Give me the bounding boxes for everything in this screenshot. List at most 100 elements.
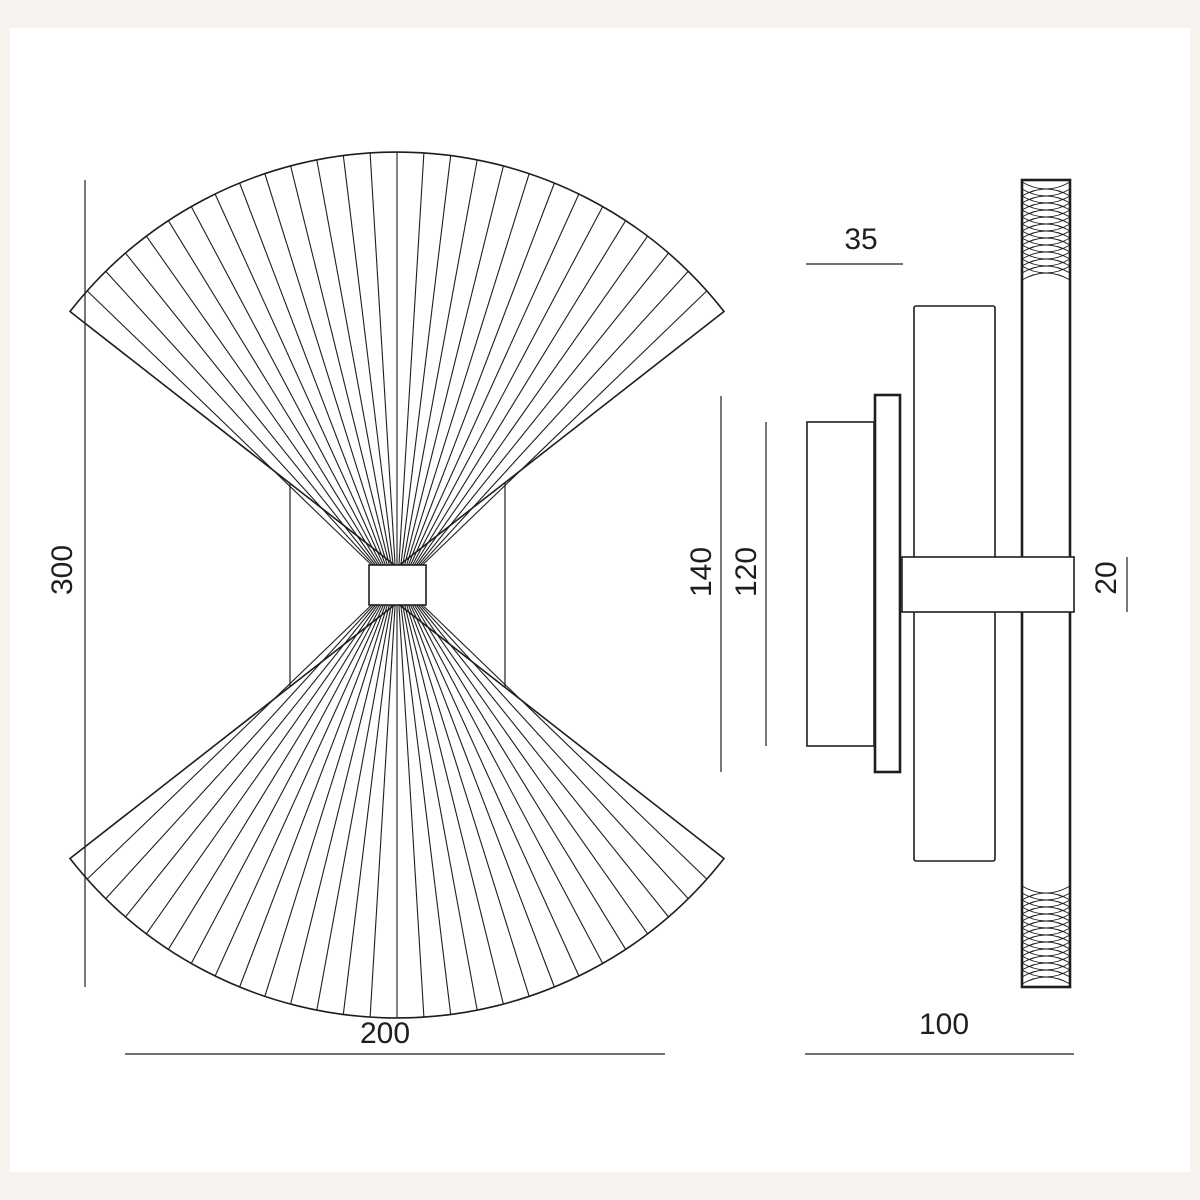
wall-canopy xyxy=(806,421,875,747)
texture-curve xyxy=(1021,934,1071,943)
texture-curve xyxy=(1021,237,1071,246)
texture-curve xyxy=(1021,265,1071,274)
texture-curve xyxy=(1021,202,1071,211)
fan-pleat xyxy=(405,173,530,568)
fan-pleat xyxy=(403,165,504,568)
texture-curve xyxy=(1021,934,1071,943)
texture-curve xyxy=(1021,188,1071,197)
fan-pleat xyxy=(145,602,380,935)
fan-pleat xyxy=(86,290,374,568)
texture-curve xyxy=(1021,885,1071,894)
texture-curve xyxy=(1021,962,1071,971)
texture-curve xyxy=(1021,223,1071,232)
fan-pleat xyxy=(409,193,580,568)
texture-curve xyxy=(1021,941,1071,950)
texture-curve xyxy=(1021,244,1071,253)
fan-pleat xyxy=(416,602,669,918)
height-dimension-label: 300 xyxy=(46,545,79,595)
texture-curve xyxy=(1021,230,1071,239)
fan-pleat xyxy=(420,290,708,568)
texture-curve xyxy=(1021,195,1071,204)
fan-pleat xyxy=(125,602,378,918)
fan-pleat xyxy=(316,602,393,1011)
fan-pleat xyxy=(410,206,604,568)
texture-curve xyxy=(1021,265,1071,274)
fan-pleat xyxy=(105,602,376,899)
texture-curve xyxy=(1021,892,1071,901)
texture-curve xyxy=(1021,237,1071,246)
fan-pleat xyxy=(369,602,396,1018)
texture-curve xyxy=(1021,181,1071,190)
fan-pleat xyxy=(412,220,627,568)
fan-pleat xyxy=(264,173,389,568)
fan-pleat xyxy=(214,193,385,568)
fan-pleat xyxy=(316,159,393,568)
texture-curve xyxy=(1021,258,1071,267)
texture-curve xyxy=(1021,920,1071,929)
texture-curve xyxy=(1021,209,1071,218)
texture-curve xyxy=(1021,948,1071,957)
fan-pleat xyxy=(420,602,708,880)
texture-curve xyxy=(1021,216,1071,225)
texture-curve xyxy=(1021,948,1071,957)
texture-curve xyxy=(1021,969,1071,978)
center-hub xyxy=(368,564,427,606)
fan-pleat xyxy=(401,602,478,1011)
texture-curve xyxy=(1021,223,1071,232)
texture-curve xyxy=(1021,892,1071,901)
fan-pleat xyxy=(400,602,452,1015)
fan-pleat xyxy=(400,155,452,568)
fan-pleat xyxy=(407,182,555,568)
plate-depth-dimension-label: 35 xyxy=(844,223,877,256)
texture-curve xyxy=(1021,258,1071,267)
fan-pleat xyxy=(190,602,384,964)
connecting-arm xyxy=(901,556,1075,613)
texture-curve xyxy=(1021,920,1071,929)
texture-curve xyxy=(1021,251,1071,260)
bracket-height-dimension-label: 140 xyxy=(685,547,718,597)
fan-pleat xyxy=(264,602,389,997)
fan-pleat xyxy=(290,602,391,1005)
texture-curve xyxy=(1021,209,1071,218)
fan-pleat xyxy=(414,602,649,935)
fan-pleat xyxy=(105,271,376,568)
texture-curve xyxy=(1021,941,1071,950)
texture-curve xyxy=(1021,272,1071,281)
texture-curve xyxy=(1021,955,1071,964)
texture-curve xyxy=(1021,955,1071,964)
texture-curve xyxy=(1021,230,1071,239)
fan-pleat xyxy=(86,602,374,880)
fan-pleat xyxy=(401,159,478,568)
top-shade-texture xyxy=(1021,181,1071,281)
fan-pleat xyxy=(239,602,387,988)
fan-pleat xyxy=(418,271,689,568)
texture-curve xyxy=(1021,216,1071,225)
fan-pleat xyxy=(125,252,378,568)
fan-pleat xyxy=(405,602,530,997)
fan-pleat xyxy=(403,602,504,1005)
front-view: 300 200 xyxy=(46,151,726,1055)
bottom-shade-texture xyxy=(1021,885,1071,985)
depth-dimension-label: 100 xyxy=(919,1008,969,1041)
fan-pleat xyxy=(167,220,382,568)
texture-curve xyxy=(1021,202,1071,211)
fan-pleat xyxy=(412,602,627,950)
fan-pleat xyxy=(418,602,689,899)
fan-pleat xyxy=(342,602,394,1015)
texture-curve xyxy=(1021,188,1071,197)
fan-pleat xyxy=(214,602,385,977)
side-view: 35 140 120 20 100 xyxy=(685,178,1128,1055)
texture-curve xyxy=(1021,899,1071,908)
fan-pleat xyxy=(407,602,555,988)
texture-curve xyxy=(1021,251,1071,260)
fan-pleat xyxy=(167,602,382,950)
width-dimension-label: 200 xyxy=(360,1017,410,1050)
fan-pleat xyxy=(398,602,425,1018)
texture-curve xyxy=(1021,976,1071,985)
fan-pleat xyxy=(290,165,391,568)
fan-pleat xyxy=(409,602,580,977)
fan-pleat xyxy=(369,152,396,568)
texture-curve xyxy=(1021,969,1071,978)
